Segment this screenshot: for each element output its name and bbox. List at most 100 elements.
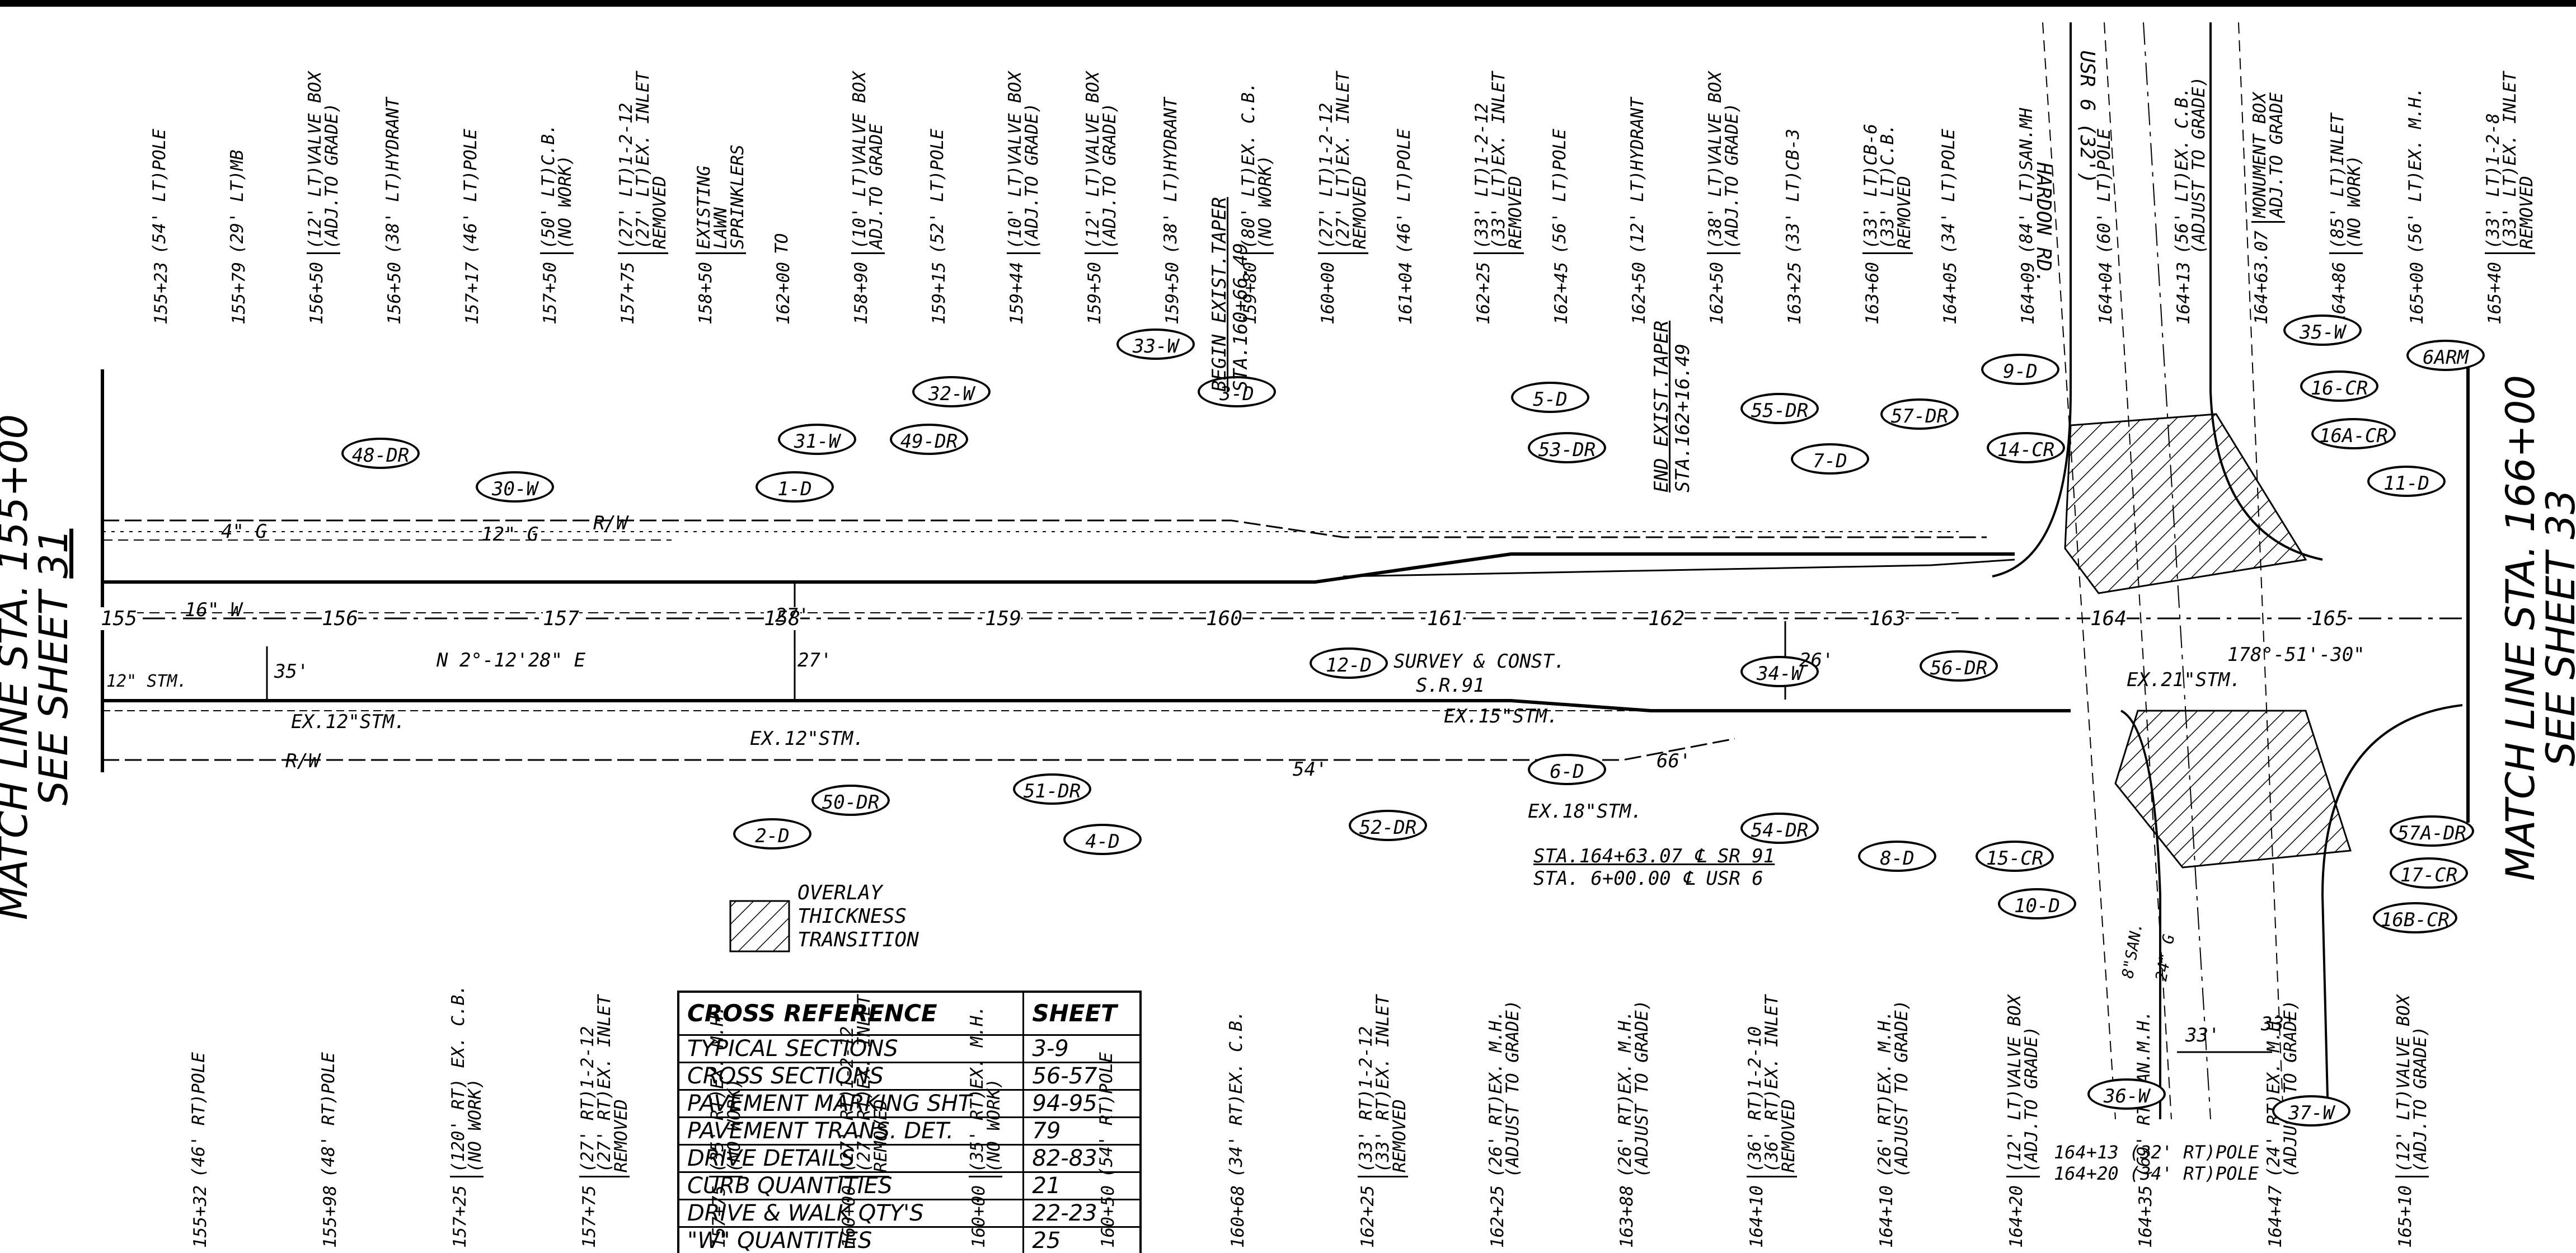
note-line: (26' RT)EX. M.H. (1615, 1010, 1636, 1178)
note-line: ADJ.TO GRADE (866, 124, 886, 250)
station-note: 156+50(38' LT)HYDRANT (383, 11, 405, 325)
dim-66-label: 66' (1657, 750, 1691, 772)
note-line: (NO WORK) (555, 155, 575, 250)
sta-ref-label: STA.164+63.07 ℄ SR 91 STA. 6+00.00 ℄ USR… (1533, 845, 1775, 890)
station-number: 157+75 (579, 1185, 600, 1248)
station-note: 159+15(52' LT)POLE (927, 11, 949, 325)
note-text: (12' LT)HYDRANT (1627, 97, 1648, 254)
note-text: (50' LT)C.B.(NO WORK) (538, 124, 575, 255)
note-line: (26' RT)EX. M.H. (1874, 1010, 1895, 1178)
callout-bubble: 6ARM (2406, 340, 2485, 371)
callout-bubble: 1-D (756, 471, 834, 503)
callout-bubble: 48-DR (341, 438, 420, 469)
station-number: 160+68 (1228, 1185, 1249, 1248)
station-label: 162 (1648, 607, 1685, 630)
station-note: 159+50(38' LT)HYDRANT (1161, 11, 1183, 325)
callout-bubble: 3-D (1198, 376, 1276, 407)
station-note: 157+25(120' RT) EX. C.B.(NO WORK) (448, 935, 485, 1248)
station-number: 164+10 (1876, 1185, 1897, 1248)
note-line: REMOVED (1350, 176, 1370, 250)
note-line: (33' LT)EX. INLET (2500, 71, 2520, 250)
note-line: (56' LT)POLE (1550, 129, 1570, 255)
cross-reference-item: CROSS SECTIONS (677, 1062, 1025, 1091)
station-note: 163+88(26' RT)EX. M.H.(ADJUST TO GRADE) (1615, 935, 1652, 1248)
callout-bubble: 55-DR (1740, 393, 1819, 424)
note-text: (38' LT)VALVE BOX(ADJ.TO GRADE) (1705, 71, 1742, 255)
callout-bubble: 54-DR (1740, 813, 1819, 844)
callout-bubble: 31-W (778, 424, 856, 455)
edge-top-2 (1343, 559, 2015, 578)
note-line: (46' LT)POLE (461, 129, 481, 255)
note-line: (27' LT)EX. INLET (1333, 71, 1353, 250)
ex12stm-a-label: EX.12"STM. (291, 711, 406, 733)
note-line: (27' LT)1-2-12 (616, 102, 636, 250)
station-number: 162+25 (1487, 1185, 1508, 1248)
cross-reference-item: TYPICAL SECTIONS (677, 1034, 1025, 1063)
note-line: (85' LT)INLET (2328, 113, 2348, 250)
note-text: (12' LT)VALVE BOX(ADJ.TO GRADE) (1083, 71, 1120, 255)
rw-label-top: R/W (593, 512, 628, 534)
station-label: 165 (2311, 607, 2348, 630)
station-note: 161+04 (46' LT)POLE (1394, 11, 1416, 325)
note-line: (33' RT)EX. INLET (1372, 994, 1393, 1173)
station-note: 155+23(54' LT)POLE (149, 11, 171, 325)
station-note: 163+60(33' LT)CB-6(33' LT)C.B.REMOVED (1861, 11, 1915, 325)
match-line-left-title: MATCH LINE STA. 155+00 (0, 414, 36, 920)
station-label: 160 (1206, 607, 1243, 630)
note-line: REMOVED (650, 176, 670, 250)
edge-bottom (102, 699, 2071, 712)
note-text: (12' LT)VALVE BOX(ADJ.TO GRADE) (305, 71, 342, 255)
rw-line-bottom (102, 738, 1735, 761)
note-text: TO (772, 233, 792, 254)
station-note: 164+13(56' LT)EX. C.B.(ADJUST TO GRADE) (2172, 11, 2209, 325)
cross-reference-sheet: 94-95 (1022, 1089, 1142, 1118)
station-number: 158+50 (696, 262, 716, 325)
callout-bubble: 11-D (2367, 466, 2446, 497)
note-text: (38' LT)HYDRANT (1161, 97, 1181, 255)
callout-bubble: 6-D (1528, 754, 1606, 785)
callout-bubble: 37-W (2272, 1095, 2350, 1127)
note-line: REMOVED (2517, 176, 2537, 250)
station-number: 163+60 (1862, 262, 1883, 325)
table-row: PAVEMENT TRANS. DET.79 (677, 1116, 1142, 1146)
callout-bubble: 50-DR (811, 785, 890, 816)
station-number: 163+88 (1617, 1185, 1637, 1248)
station-number: 162+25 (1357, 1185, 1378, 1248)
station-number: 155+98 (320, 1185, 340, 1248)
note-text: (46' LT)POLE (1394, 129, 1414, 254)
station-number: 161+04 (1396, 262, 1416, 325)
note-text: (85' LT)INLET(NO WORK) (2328, 113, 2364, 255)
usr6-label: USR 6 (32') (2076, 50, 2099, 184)
station-note: 159+50(12' LT)VALVE BOX(ADJ.TO GRADE) (1083, 11, 1120, 325)
callout-bubble: 56-DR (1920, 650, 1998, 682)
note-text: (54' LT)POLE (149, 129, 170, 254)
note-line: MONUMENT BOX (2250, 92, 2270, 218)
note-line: (NO WORK) (464, 1078, 485, 1173)
callout-bubble: 30-W (476, 471, 554, 503)
station-note: 162+25(26' RT)EX. M.H.(ADJUST TO GRADE) (1486, 935, 1523, 1248)
survey-label: SURVEY & CONST. (1393, 650, 1566, 673)
note-line: (ADJ.TO GRADE) (1100, 102, 1120, 250)
hardon-road-label: HARDON RD. (2032, 162, 2055, 284)
note-line: (27' RT)EX. INLET (594, 994, 615, 1173)
station-note: 164+86(85' LT)INLET(NO WORK) (2328, 11, 2364, 325)
note-text: (48' RT)POLE (318, 1052, 339, 1177)
top-border (0, 0, 2576, 7)
station-number: 156+50 (307, 262, 327, 325)
note-line: (12' LT)VALVE BOX (2004, 994, 2025, 1173)
cross-road-left-edge (1992, 22, 2072, 578)
station-number: 157+25 (449, 1185, 470, 1248)
rw-label-bottom: R/W (285, 750, 320, 772)
note-line: (38' LT)HYDRANT (1161, 97, 1181, 255)
